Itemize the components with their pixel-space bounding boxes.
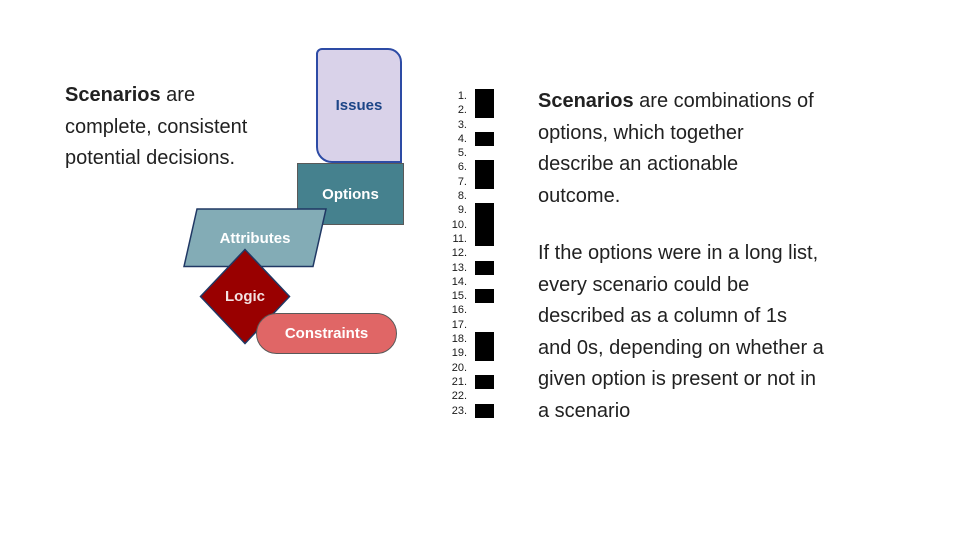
row-number: 16.	[451, 304, 467, 317]
left-note: Scenarios are complete, consistent poten…	[65, 80, 305, 175]
right-note-paragraph-2: If the options were in a long list, ever…	[538, 242, 824, 422]
binary-row: 3.	[437, 118, 494, 132]
binary-row: 22.	[437, 389, 494, 403]
bit-square	[474, 174, 494, 190]
right-note-paragraph-1-text: are combinations of options, which toget…	[538, 90, 814, 207]
bit-square	[474, 103, 494, 118]
options-shape: Options	[297, 163, 404, 225]
bit-square	[475, 303, 495, 317]
row-number: 21.	[451, 375, 467, 388]
bit-square	[474, 403, 494, 418]
binary-row: 7.	[437, 174, 494, 190]
binary-row: 10.	[437, 217, 494, 232]
bit-square	[474, 131, 494, 147]
row-number: 20.	[451, 361, 467, 374]
binary-row: 18.	[437, 332, 494, 347]
binary-row: 15.	[437, 289, 494, 304]
row-number: 15.	[451, 290, 467, 303]
row-number: 17.	[451, 318, 467, 331]
row-number: 5.	[457, 147, 467, 160]
bit-square	[474, 231, 494, 247]
binary-column: 1. 2. 3. 4. 5. 6. 7. 8. 9. 10. 11.	[437, 89, 494, 418]
binary-row: 16.	[437, 303, 494, 317]
bit-square	[474, 260, 494, 275]
right-note: Scenarios are combinations of options, w…	[538, 86, 890, 427]
row-number: 19.	[451, 347, 467, 360]
issues-shape: Issues	[316, 48, 402, 163]
row-number: 4.	[457, 132, 467, 145]
issues-shape-label: Issues	[335, 97, 383, 114]
row-number: 14.	[451, 275, 467, 288]
options-shape-label: Options	[322, 185, 379, 203]
right-note-paragraph-1: Scenarios are combinations of options, w…	[538, 86, 890, 212]
left-note-text: are complete, consistent potential decis…	[65, 84, 248, 169]
row-number: 8.	[457, 190, 467, 203]
binary-row: 23.	[437, 403, 494, 418]
row-number: 6.	[457, 161, 467, 174]
binary-row: 8.	[437, 189, 494, 203]
binary-row: 5.	[437, 146, 494, 160]
row-number: 10.	[451, 218, 467, 231]
left-note-bold-word: Scenarios	[65, 84, 161, 106]
attributes-shape-label: Attributes	[219, 229, 291, 247]
bit-square	[474, 332, 494, 347]
bit-square	[475, 318, 495, 332]
row-number: 11.	[452, 232, 467, 245]
bit-square	[475, 118, 495, 132]
row-number: 23.	[451, 404, 467, 417]
bit-square	[474, 217, 494, 232]
logic-shape-label: Logic	[225, 288, 265, 305]
bit-square	[475, 275, 495, 289]
bit-square	[475, 189, 495, 203]
binary-row: 20.	[437, 361, 494, 375]
bit-square	[474, 346, 494, 361]
row-number: 12.	[451, 247, 467, 260]
bit-square	[474, 289, 494, 304]
binary-row: 4.	[437, 131, 494, 147]
bit-square	[475, 246, 495, 260]
binary-row: 13.	[437, 260, 494, 275]
constraints-shape: Constraints	[256, 313, 397, 354]
bit-square	[475, 146, 495, 160]
row-number: 9.	[457, 204, 467, 217]
constraints-shape-label: Constraints	[284, 325, 369, 342]
row-number: 1.	[457, 90, 467, 102]
bit-square	[474, 89, 494, 104]
row-number: 22.	[451, 390, 467, 403]
attributes-parallelogram	[183, 208, 327, 268]
binary-row: 11.	[437, 231, 494, 247]
binary-row: 9.	[437, 203, 494, 218]
binary-row: 19.	[437, 346, 494, 361]
bit-square	[474, 160, 494, 175]
binary-row: 21.	[437, 374, 494, 390]
row-number: 7.	[457, 175, 467, 188]
binary-row: 2.	[437, 103, 494, 118]
row-number: 3.	[457, 118, 467, 131]
binary-row: 14.	[437, 275, 494, 289]
row-number: 18.	[451, 333, 467, 346]
binary-row: 17.	[437, 318, 494, 332]
parallelogram-shape-svg	[183, 208, 327, 268]
attributes-shape: Attributes	[182, 208, 328, 268]
bit-square	[475, 389, 495, 403]
bit-square	[474, 203, 494, 218]
right-note-bold-word: Scenarios	[538, 90, 634, 112]
bit-square	[474, 374, 494, 390]
bit-square	[475, 361, 495, 375]
row-number: 13.	[451, 261, 467, 274]
row-number: 2.	[457, 104, 467, 117]
binary-row: 6.	[437, 160, 494, 175]
binary-row: 1.	[437, 89, 494, 104]
binary-row: 12.	[437, 246, 494, 260]
